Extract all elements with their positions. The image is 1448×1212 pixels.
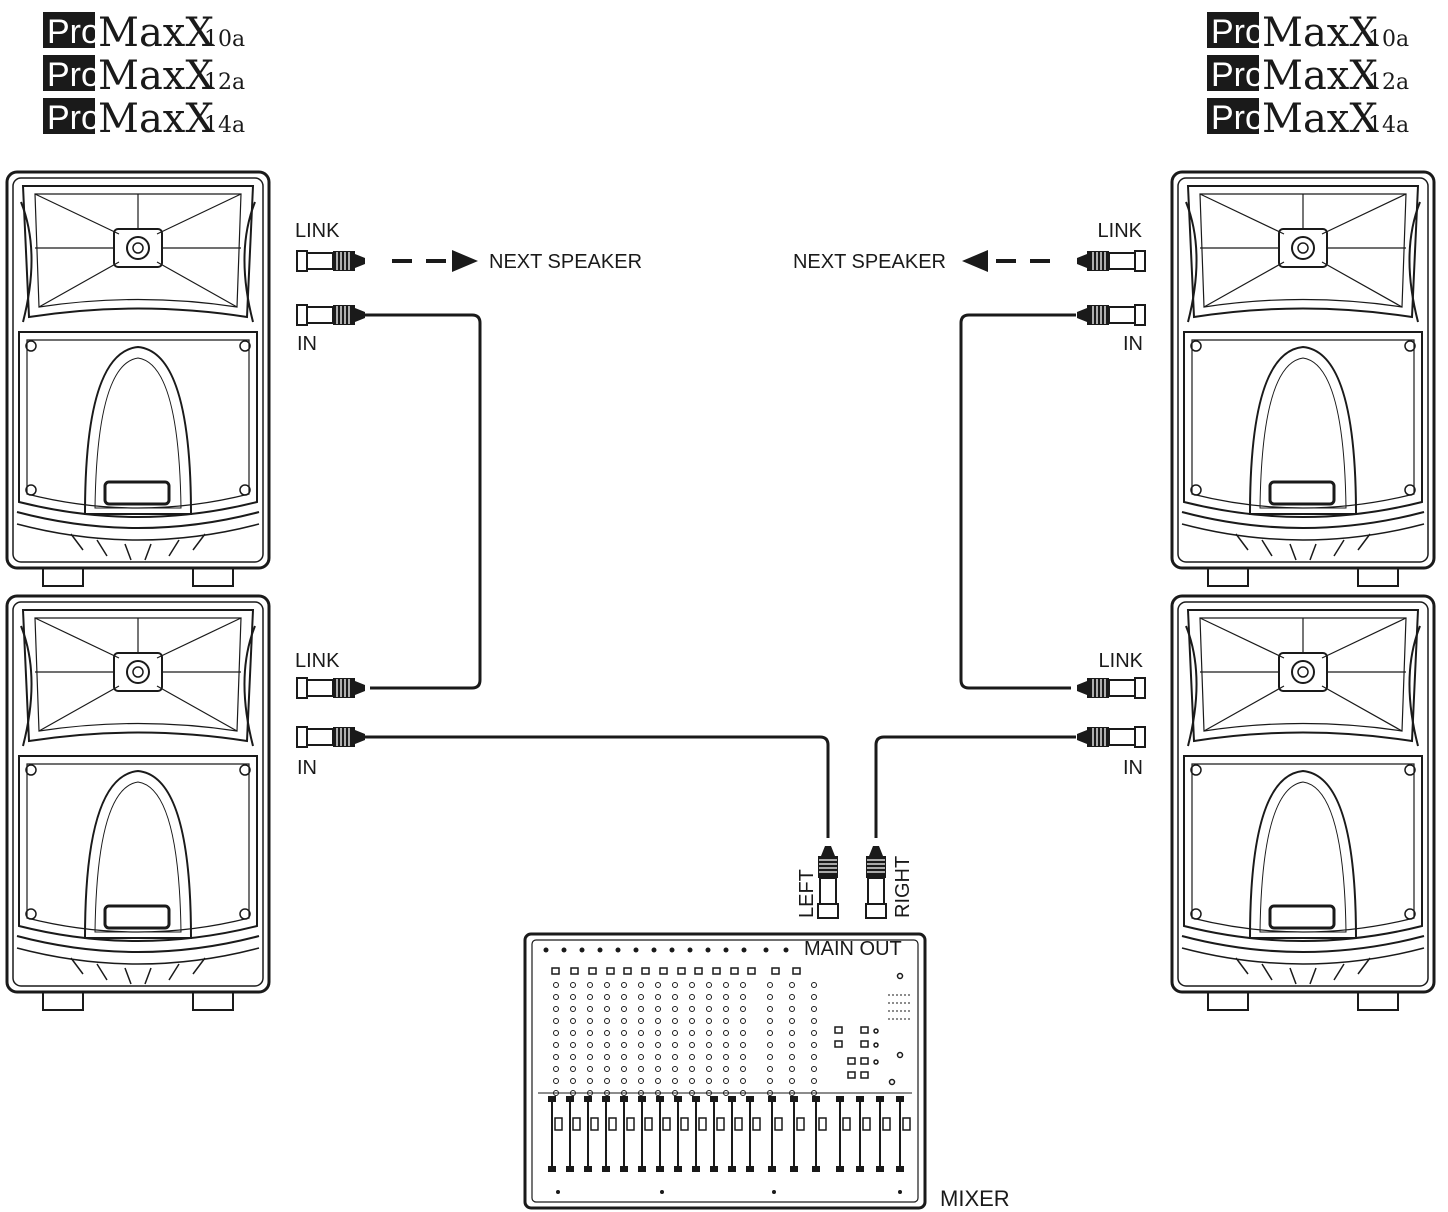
cables [365,313,1076,838]
brand-model-text: 14a [204,113,245,138]
in-label-top-left: IN [297,333,317,355]
brand-name-text: MaxX [98,96,214,142]
brand-logo-12a-right: Pro MaxX 12a [1207,53,1409,99]
mixer [523,932,927,1210]
xlr-in-plug-bottom-left [296,726,366,748]
brand-logos-left: Pro MaxX 10a Pro MaxX 12a Pro MaxX 14a [43,10,245,142]
brand-model-text: 10a [204,27,245,52]
xlr-link-plug-top-left [296,250,366,272]
brand-logo-12a-left: Pro MaxX 12a [43,53,245,99]
right-output-label: RIGHT [892,856,914,918]
brand-pro-text: Pro [47,13,100,51]
speaker-bottom-left [5,594,271,1012]
next-speaker-arrow-left [392,250,478,272]
xlr-link-plug-bottom-left [296,677,366,699]
in-label-top-right: IN [1123,333,1143,355]
next-speaker-arrow-right [962,250,1050,272]
brand-model-text: 14a [1368,113,1409,138]
main-out-label: MAIN OUT [804,938,902,960]
brand-logo-14a-right: Pro MaxX 14a [1207,96,1409,142]
mixer-top-dots [543,947,789,953]
brand-name-text: MaxX [98,53,214,99]
brand-pro-text: Pro [1211,99,1264,137]
brand-name-text: MaxX [1262,53,1378,99]
in-label-bottom-right: IN [1123,757,1143,779]
cable-left-link [365,313,482,690]
xlr-in-plug-bottom-right [1076,726,1146,748]
link-label-top-right: LINK [1098,220,1143,242]
link-label-bottom-left: LINK [295,650,340,672]
brand-name-text: MaxX [1262,10,1378,56]
xlr-in-plug-top-right [1076,304,1146,326]
brand-pro-text: Pro [47,56,100,94]
left-output-label: LEFT [796,869,818,918]
in-label-bottom-left: IN [297,757,317,779]
link-label-top-left: LINK [295,220,340,242]
mixer-meter [888,994,912,1020]
next-speaker-label-right: NEXT SPEAKER [793,251,946,273]
link-label-bottom-right: LINK [1099,650,1144,672]
brand-name-text: MaxX [1262,96,1378,142]
cable-mixer-left [365,735,830,838]
cable-mixer-right [874,735,1076,838]
brand-model-text: 12a [204,70,245,95]
speaker-top-left [5,170,271,588]
brand-pro-text: Pro [47,99,100,137]
xlr-link-plug-bottom-right [1076,677,1146,699]
next-speaker-label-left: NEXT SPEAKER [489,251,642,273]
brand-logos-right: Pro MaxX 10a Pro MaxX 12a Pro MaxX 14a [1207,10,1409,142]
xlr-link-plug-top-right [1076,250,1146,272]
cable-right-link [959,313,1076,690]
speaker-bottom-right [1170,594,1436,1012]
brand-model-text: 10a [1368,27,1409,52]
brand-pro-text: Pro [1211,56,1264,94]
brand-model-text: 12a [1368,70,1409,95]
brand-name-text: MaxX [98,10,214,56]
brand-logo-14a-left: Pro MaxX 14a [43,96,245,142]
xlr-mixer-right-plug [865,845,887,919]
mixer-label: MIXER [940,1186,1010,1211]
xlr-mixer-left-plug [817,845,839,919]
xlr-in-plug-top-left [296,304,366,326]
brand-logo-10a-right: Pro MaxX 10a [1207,10,1409,56]
brand-pro-text: Pro [1211,13,1264,51]
brand-logo-10a-left: Pro MaxX 10a [43,10,245,56]
speaker-top-right [1170,170,1436,588]
